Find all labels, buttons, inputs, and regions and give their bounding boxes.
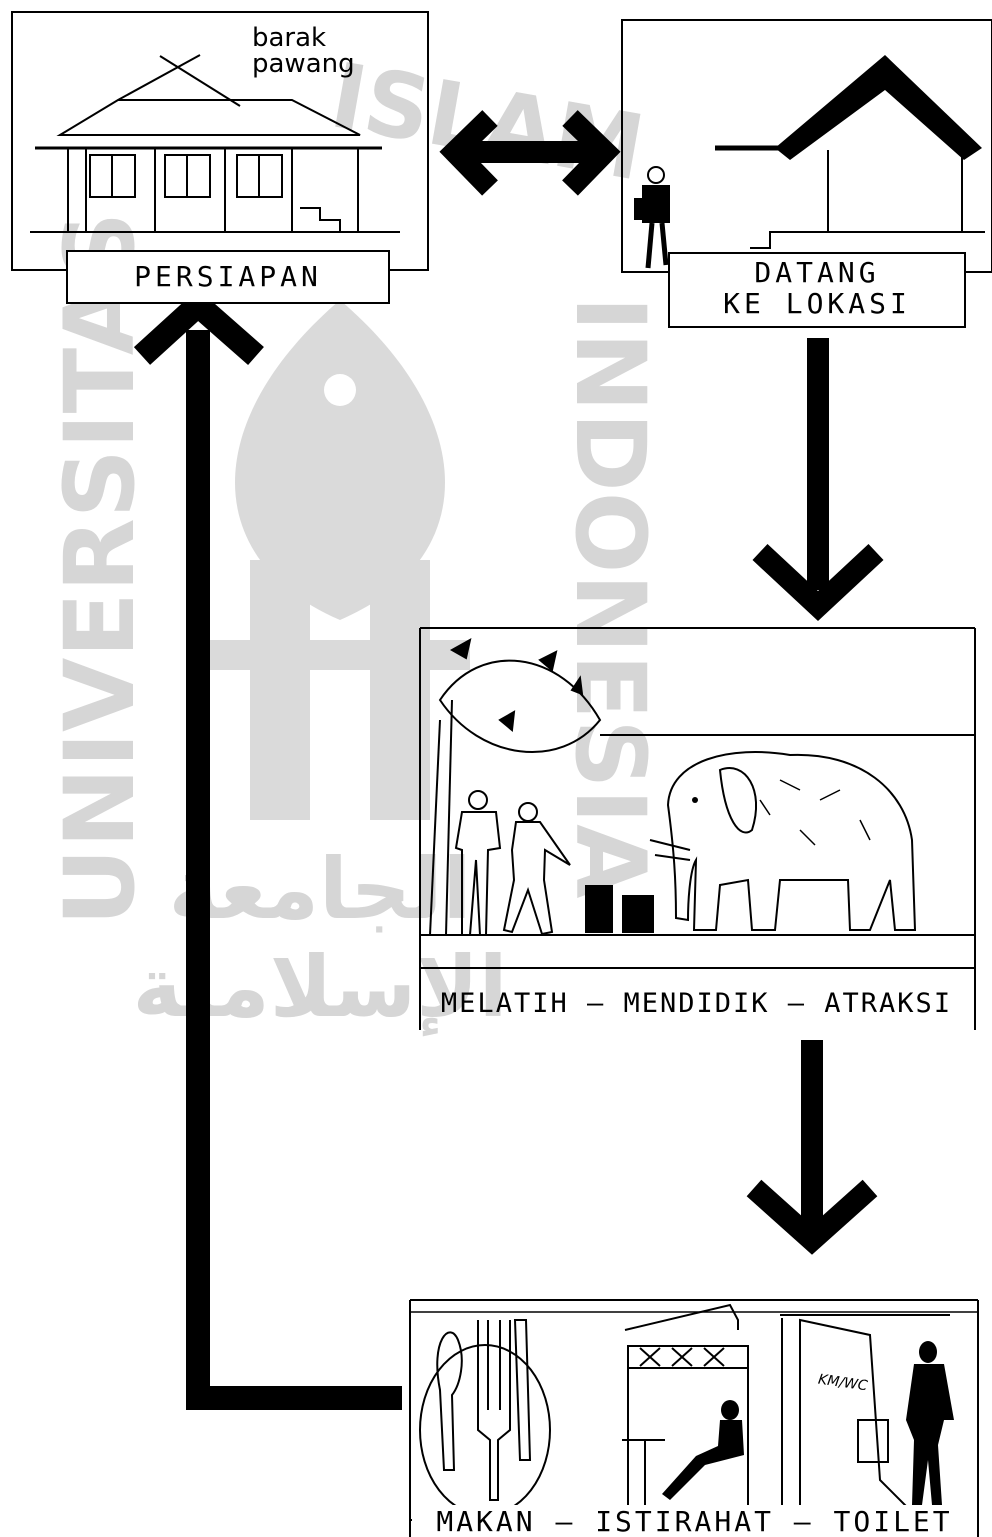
caption-preparation: PERSIAPAN bbox=[66, 250, 390, 304]
barracks-house-icon bbox=[30, 54, 400, 233]
standing-person-icon bbox=[906, 1341, 954, 1505]
barracks-note: barak pawang bbox=[252, 23, 355, 79]
toilet-icon bbox=[780, 1314, 950, 1511]
caption-rest: MAKAN – ISTIRAHAT – TOILET bbox=[412, 1505, 977, 1537]
panel-training bbox=[419, 627, 976, 1030]
stool-icon bbox=[585, 885, 613, 933]
double-arrow-icon bbox=[439, 110, 621, 196]
seated-person-icon bbox=[662, 1400, 744, 1500]
people-icon bbox=[454, 790, 571, 936]
caption-arrival: DATANG KE LOKASI bbox=[668, 252, 966, 328]
caption-training: MELATIH – MENDIDIK – ATRAKSI bbox=[440, 988, 953, 1019]
down-arrow-icon-2 bbox=[746, 1040, 878, 1255]
stool-icon-2 bbox=[622, 895, 654, 933]
cutlery-icon bbox=[419, 1319, 551, 1516]
tree-icon bbox=[429, 638, 602, 936]
panel-rest bbox=[409, 1299, 979, 1537]
return-loop-arrow-icon bbox=[133, 288, 402, 1410]
watermark-emblem-icon bbox=[210, 300, 470, 820]
elephant-icon bbox=[649, 751, 917, 931]
shelter-icon bbox=[622, 1303, 749, 1510]
down-arrow-icon-1 bbox=[752, 338, 884, 622]
visitor-and-house-icon bbox=[634, 55, 985, 269]
panel-arrival bbox=[621, 19, 992, 273]
